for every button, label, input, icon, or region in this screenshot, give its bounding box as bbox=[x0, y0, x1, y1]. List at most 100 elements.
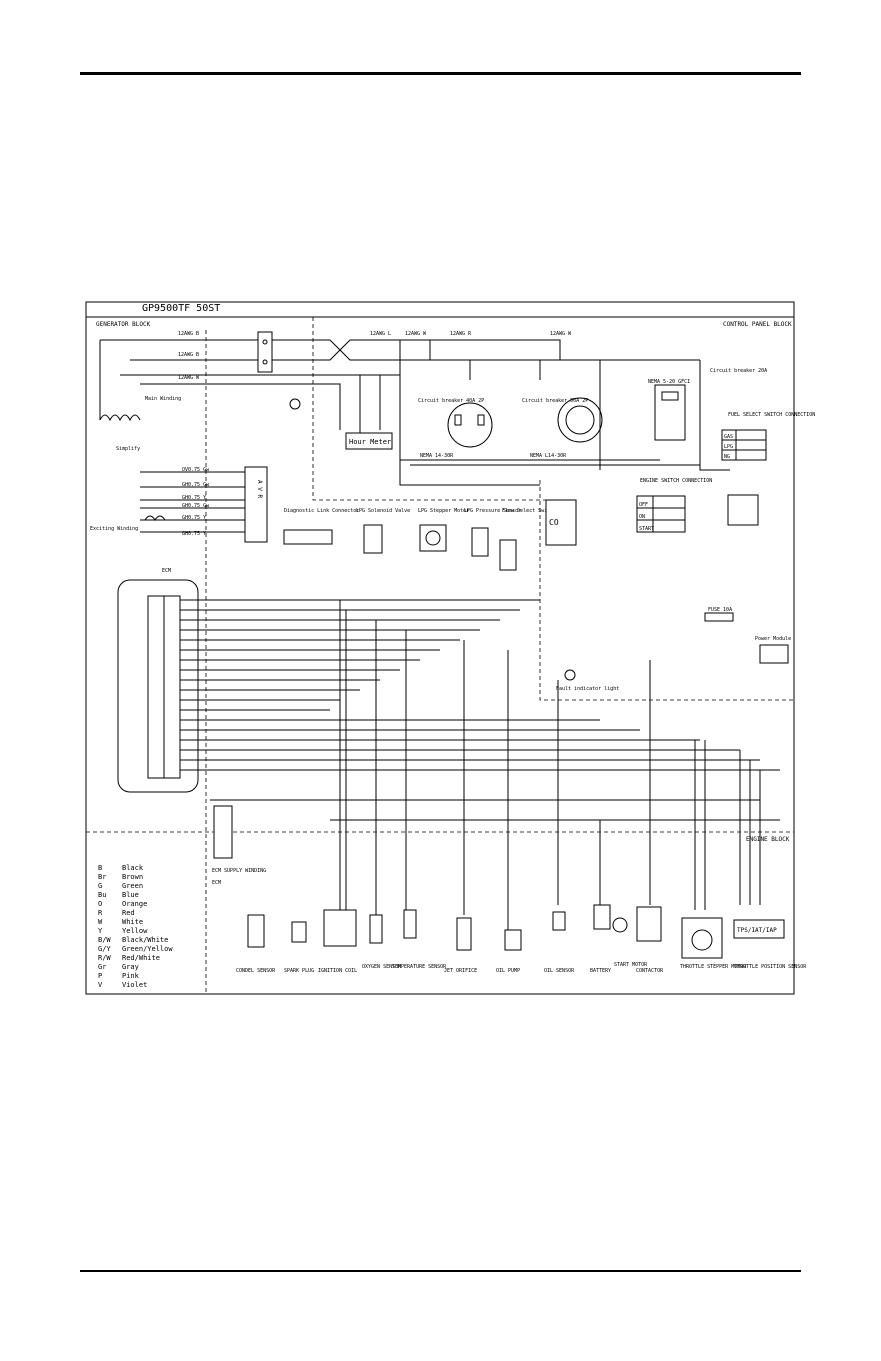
svg-text:Violet: Violet bbox=[122, 981, 147, 989]
svg-text:THROTTLE STEPPER MOTOR: THROTTLE STEPPER MOTOR bbox=[680, 964, 747, 970]
hour-meter-label: Hour Meter bbox=[349, 438, 391, 446]
svg-text:Orange: Orange bbox=[122, 900, 147, 908]
legend-item: B/W Black/White bbox=[98, 936, 168, 944]
svg-text:P: P bbox=[98, 972, 102, 980]
svg-text:ECM: ECM bbox=[162, 568, 171, 574]
svg-text:OIL SENSOR: OIL SENSOR bbox=[544, 968, 575, 974]
engine-component-labels: CONDEL SENSOR SPARK PLUG IGNITION COIL O… bbox=[236, 962, 807, 974]
svg-text:ECM: ECM bbox=[212, 880, 221, 886]
legend-item: Gr Gray bbox=[98, 963, 139, 971]
control-panel-block-label: CONTROL PANEL BLOCK bbox=[723, 321, 792, 328]
engine-components: TPS/IAT/IAP bbox=[247, 904, 785, 959]
fuse: FUSE 10A bbox=[704, 607, 734, 622]
avr-pins: OV0.75 Gw GH0.75 Gw GH0.75 Y GH0.75 Gw G… bbox=[140, 467, 245, 537]
condel-sensor bbox=[247, 914, 265, 948]
legend-item: B Black bbox=[98, 864, 144, 872]
svg-text:Brown: Brown bbox=[122, 873, 143, 881]
svg-text:Flow Select Switch: Flow Select Switch bbox=[502, 508, 556, 514]
wire-label-2: 12AWG L bbox=[370, 331, 391, 337]
svg-text:CONDEL SENSOR: CONDEL SENSOR bbox=[236, 968, 276, 974]
receptacle-nema-l14-30: Circuit breaker 50A 2P NEMA L14-30R bbox=[522, 397, 603, 459]
svg-text:Bu: Bu bbox=[98, 891, 106, 899]
hour-meter bbox=[345, 432, 393, 450]
ignition-coil bbox=[323, 909, 357, 947]
oil-pump bbox=[504, 929, 522, 951]
wire-label-3: 12AWG W bbox=[405, 331, 427, 337]
svg-text:Gray: Gray bbox=[122, 963, 139, 971]
svg-text:Circuit breaker 20A: Circuit breaker 20A bbox=[710, 368, 767, 374]
svg-text:B: B bbox=[98, 864, 102, 872]
wire-label-7: 12AWG W bbox=[178, 375, 200, 381]
lpg-pressure-sensor: LPG Pressure Sensor bbox=[464, 508, 521, 557]
svg-text:GAS: GAS bbox=[724, 434, 733, 440]
svg-text:LPG Pressure Sensor: LPG Pressure Sensor bbox=[464, 508, 521, 514]
svg-text:CONTACTOR: CONTACTOR bbox=[636, 968, 664, 974]
svg-text:LPG Solenoid Valve: LPG Solenoid Valve bbox=[356, 508, 410, 514]
avr-label: A V R bbox=[256, 480, 263, 498]
svg-text:Fault indicator light: Fault indicator light bbox=[556, 686, 619, 692]
svg-text:Diagnostic Link Connector: Diagnostic Link Connector bbox=[284, 508, 359, 514]
svg-text:GH0.75 Gw: GH0.75 Gw bbox=[182, 503, 210, 509]
lpg-stepper-motor: LPG Stepper Motor bbox=[418, 508, 469, 552]
bottom-rule bbox=[80, 1270, 801, 1272]
svg-text:Circuit breaker 50A 2P: Circuit breaker 50A 2P bbox=[522, 398, 588, 404]
receptacle-gfci: NEMA 5-20 GFCI Circuit breaker 20A bbox=[648, 368, 767, 441]
svg-text:Green: Green bbox=[122, 882, 143, 890]
simplify-label: Simplify bbox=[116, 446, 140, 452]
svg-text:Black: Black bbox=[122, 864, 144, 872]
ground-symbol bbox=[289, 398, 301, 410]
svg-text:B/W: B/W bbox=[98, 936, 111, 944]
spark-plug bbox=[291, 921, 307, 943]
svg-text:GH0.75 Gw: GH0.75 Gw bbox=[182, 482, 210, 488]
svg-text:BATTERY: BATTERY bbox=[590, 968, 611, 974]
receptacle-nema-14-30: Circuit breaker 40A 2P NEMA 14-30R bbox=[418, 398, 493, 459]
legend-item: P Pink bbox=[98, 972, 140, 980]
svg-text:ECM SUPPLY WINDING: ECM SUPPLY WINDING bbox=[212, 868, 266, 874]
co-sensor: CO bbox=[545, 499, 577, 546]
svg-text:Red/White: Red/White bbox=[122, 954, 160, 962]
throttle-stepper-motor bbox=[681, 917, 723, 959]
legend-item: G Green bbox=[98, 882, 143, 890]
diagram-frame bbox=[85, 301, 795, 995]
svg-text:V: V bbox=[98, 981, 103, 989]
svg-text:Br: Br bbox=[98, 873, 106, 881]
svg-text:Exciting Winding: Exciting Winding bbox=[90, 526, 138, 532]
svg-text:ENGINE SWITCH CONNECTION: ENGINE SWITCH CONNECTION bbox=[640, 478, 712, 484]
engine-harness bbox=[210, 600, 780, 930]
generator-terminal bbox=[257, 331, 273, 373]
svg-text:G/Y: G/Y bbox=[98, 945, 111, 953]
relay-block bbox=[727, 494, 759, 526]
svg-text:O: O bbox=[98, 900, 102, 908]
power-module: Power Module bbox=[755, 636, 791, 664]
svg-text:GH0.75 Y: GH0.75 Y bbox=[182, 495, 206, 501]
svg-text:Black/White: Black/White bbox=[122, 936, 168, 944]
svg-text:JET ORIFICE: JET ORIFICE bbox=[444, 968, 477, 974]
throttle-position-sensor bbox=[733, 919, 785, 939]
top-wire-bus: 12AWG B 12AWG L 12AWG W 12AWG R 12AWG W … bbox=[99, 331, 730, 486]
fault-indicator-light: Fault indicator light bbox=[556, 669, 619, 692]
top-rule bbox=[80, 72, 801, 75]
svg-text:Gr: Gr bbox=[98, 963, 106, 971]
svg-text:Green/Yellow: Green/Yellow bbox=[122, 945, 173, 953]
legend-item: V Violet bbox=[98, 981, 147, 989]
svg-text:Power Module: Power Module bbox=[755, 636, 791, 642]
svg-text:NG: NG bbox=[724, 454, 730, 460]
svg-text:START MOTOR: START MOTOR bbox=[614, 962, 648, 968]
ecm-connector: ECM bbox=[117, 568, 780, 793]
control-panel-inner-border bbox=[539, 480, 794, 701]
svg-text:Red: Red bbox=[122, 909, 135, 917]
wire-label-5: 12AWG W bbox=[550, 331, 572, 337]
svg-text:G: G bbox=[98, 882, 102, 890]
jet-orifice bbox=[456, 917, 472, 951]
svg-text:OIL PUMP: OIL PUMP bbox=[496, 968, 520, 974]
svg-text:IGNITION COIL: IGNITION COIL bbox=[318, 968, 357, 974]
avr-box bbox=[244, 466, 268, 543]
svg-text:FUSE 10A: FUSE 10A bbox=[708, 607, 732, 613]
svg-text:R/W: R/W bbox=[98, 954, 111, 962]
diagram-title: GP9500TF 50ST bbox=[142, 303, 220, 314]
svg-text:Pink: Pink bbox=[122, 972, 140, 980]
generator-block-border bbox=[312, 317, 556, 501]
temperature-sensor bbox=[403, 909, 417, 939]
